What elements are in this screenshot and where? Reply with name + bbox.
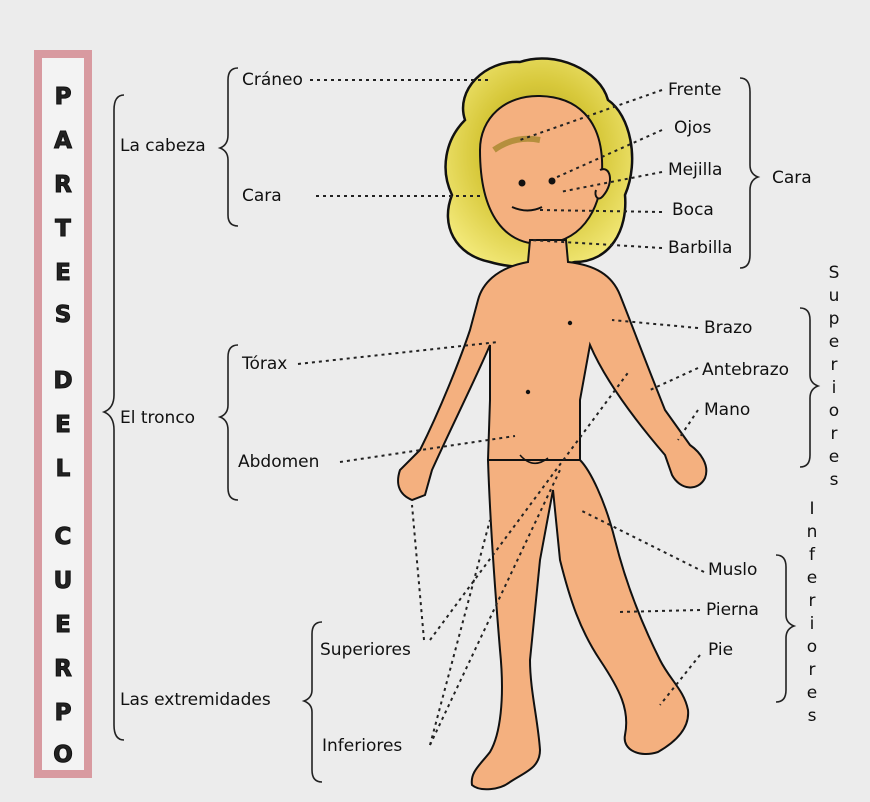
- lower-limbs-label: Inferiores: [322, 738, 402, 755]
- upper-limb-brace: [800, 308, 818, 467]
- leader-lower-1: [430, 520, 490, 745]
- face-part-label: Ojos: [674, 120, 711, 137]
- group-trunk-label: El tronco: [120, 410, 195, 427]
- face-label: Cara: [242, 188, 282, 205]
- upper-limbs-label: Superiores: [320, 642, 411, 659]
- vertical-label-text: S u p e r i o r e s: [822, 262, 846, 492]
- head-brace: [220, 68, 238, 226]
- left-eye: [519, 180, 526, 187]
- lower-limbs-vertical-label: I n f e r i o r e s: [800, 498, 824, 728]
- lower-limb-brace: [776, 555, 794, 702]
- face-part-label: Mejilla: [668, 162, 722, 179]
- face-part-label: Barbilla: [668, 240, 732, 257]
- face-brace: [740, 78, 758, 268]
- vertical-label-text: I n f e r i o r e s: [800, 498, 824, 728]
- upper-limbs-vertical-label: S u p e r i o r e s: [822, 262, 846, 492]
- face-part-label: Frente: [668, 82, 722, 99]
- skull-label: Cráneo: [242, 72, 303, 89]
- lower-limb-part-label: Pierna: [706, 602, 759, 619]
- chest-dot: [568, 321, 572, 325]
- lower-limb-part-label: Pie: [708, 642, 733, 659]
- leader-hand: [678, 410, 698, 440]
- face-part-label: Boca: [672, 202, 714, 219]
- group-head-label: La cabeza: [120, 138, 206, 155]
- upper-limb-part-label: Brazo: [704, 320, 752, 337]
- navel-dot: [526, 390, 530, 394]
- legs: [472, 460, 688, 789]
- upper-limb-part-label: Mano: [704, 402, 750, 419]
- lower-limb-part-label: Muslo: [708, 562, 757, 579]
- thorax-label: Tórax: [242, 356, 287, 373]
- leader-upper-left: [412, 505, 424, 640]
- group-limbs-label: Las extremidades: [120, 692, 271, 709]
- right-eye: [549, 178, 556, 185]
- abdomen-label: Abdomen: [238, 454, 319, 471]
- leader-forearm: [650, 368, 698, 390]
- face-group-label: Cara: [772, 170, 812, 187]
- trunk-brace: [220, 345, 238, 500]
- face: [480, 96, 602, 244]
- upper-limb-part-label: Antebrazo: [702, 362, 789, 379]
